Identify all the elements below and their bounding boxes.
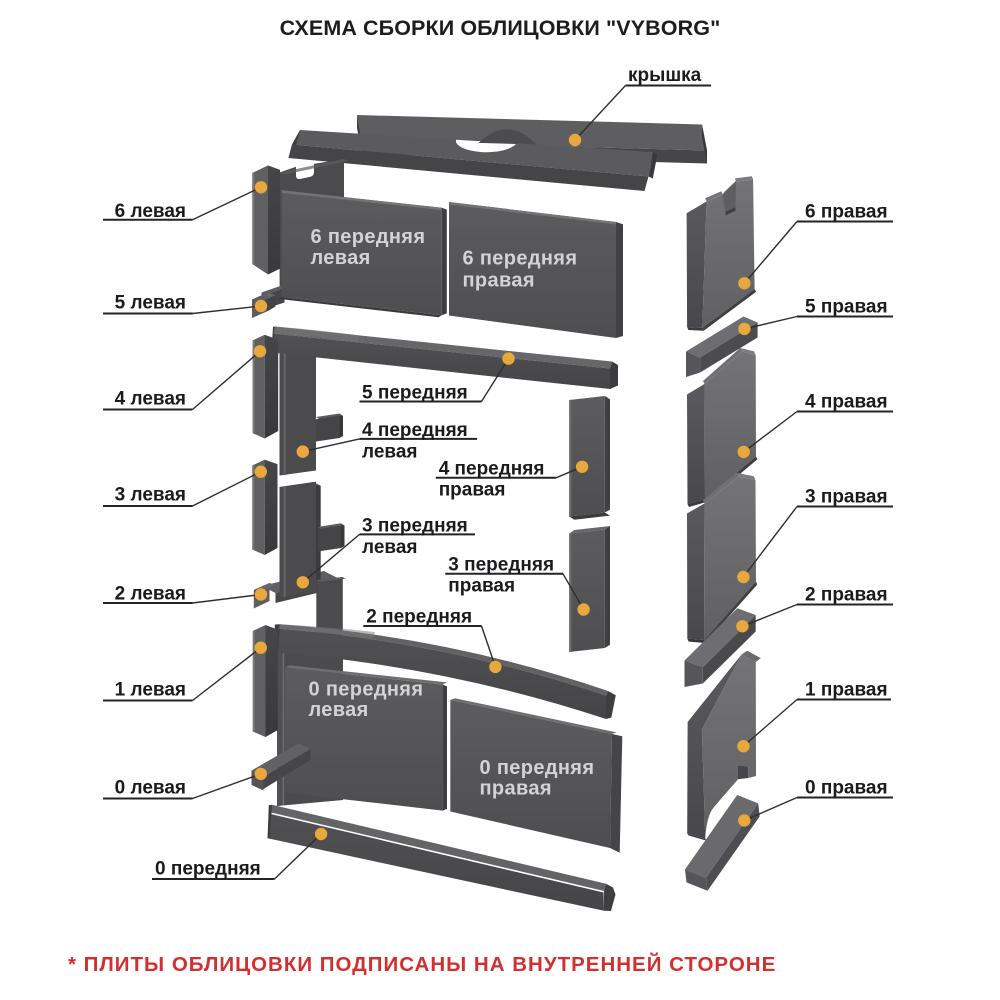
svg-text:5 передняя: 5 передняя: [362, 383, 468, 404]
svg-text:правая: правая: [439, 480, 506, 501]
svg-text:0 передняя: 0 передняя: [155, 859, 261, 880]
svg-text:СХЕМА СБОРКИ ОБЛИЦОВКИ "VYBOR: СХЕМА СБОРКИ ОБЛИЦОВКИ "VYBORG": [280, 16, 721, 40]
svg-text:4 правая: 4 правая: [805, 392, 888, 413]
svg-text:6 левая: 6 левая: [115, 201, 186, 222]
svg-text:левая: левая: [309, 699, 369, 721]
svg-text:правая: правая: [463, 270, 535, 292]
svg-text:0 правая: 0 правая: [805, 778, 888, 799]
svg-text:3 передняя: 3 передняя: [448, 555, 554, 576]
svg-text:* ПЛИТЫ ОБЛИЦОВКИ ПОДПИСАНЫ НА: * ПЛИТЫ ОБЛИЦОВКИ ПОДПИСАНЫ НА ВНУТРЕННЕ…: [68, 952, 776, 976]
svg-text:левая: левая: [362, 537, 417, 558]
svg-text:1 правая: 1 правая: [805, 680, 888, 701]
svg-text:5 левая: 5 левая: [115, 293, 186, 314]
svg-text:правая: правая: [480, 778, 552, 800]
svg-text:3 передняя: 3 передняя: [362, 515, 468, 536]
svg-text:0 левая: 0 левая: [115, 778, 186, 799]
svg-text:левая: левая: [311, 247, 371, 269]
svg-text:2 правая: 2 правая: [805, 585, 888, 606]
svg-text:4 передняя: 4 передняя: [362, 420, 468, 441]
svg-text:2 передняя: 2 передняя: [366, 607, 472, 628]
svg-text:левая: левая: [362, 442, 417, 463]
svg-text:2 левая: 2 левая: [115, 584, 186, 605]
svg-text:4 левая: 4 левая: [115, 389, 186, 410]
svg-text:4 передняя: 4 передняя: [439, 459, 545, 480]
svg-text:0 передняя: 0 передняя: [309, 679, 424, 701]
svg-text:6 передняя: 6 передняя: [463, 248, 578, 270]
svg-text:6 передняя: 6 передняя: [311, 226, 426, 248]
svg-text:1 левая: 1 левая: [115, 680, 186, 701]
svg-text:3 левая: 3 левая: [115, 485, 186, 506]
svg-text:правая: правая: [448, 576, 515, 597]
svg-text:3 правая: 3 правая: [805, 487, 888, 508]
svg-text:крышка: крышка: [628, 65, 702, 86]
svg-text:0 передняя: 0 передняя: [480, 757, 595, 779]
svg-text:5 правая: 5 правая: [805, 297, 888, 318]
svg-text:6 правая: 6 правая: [805, 202, 888, 223]
